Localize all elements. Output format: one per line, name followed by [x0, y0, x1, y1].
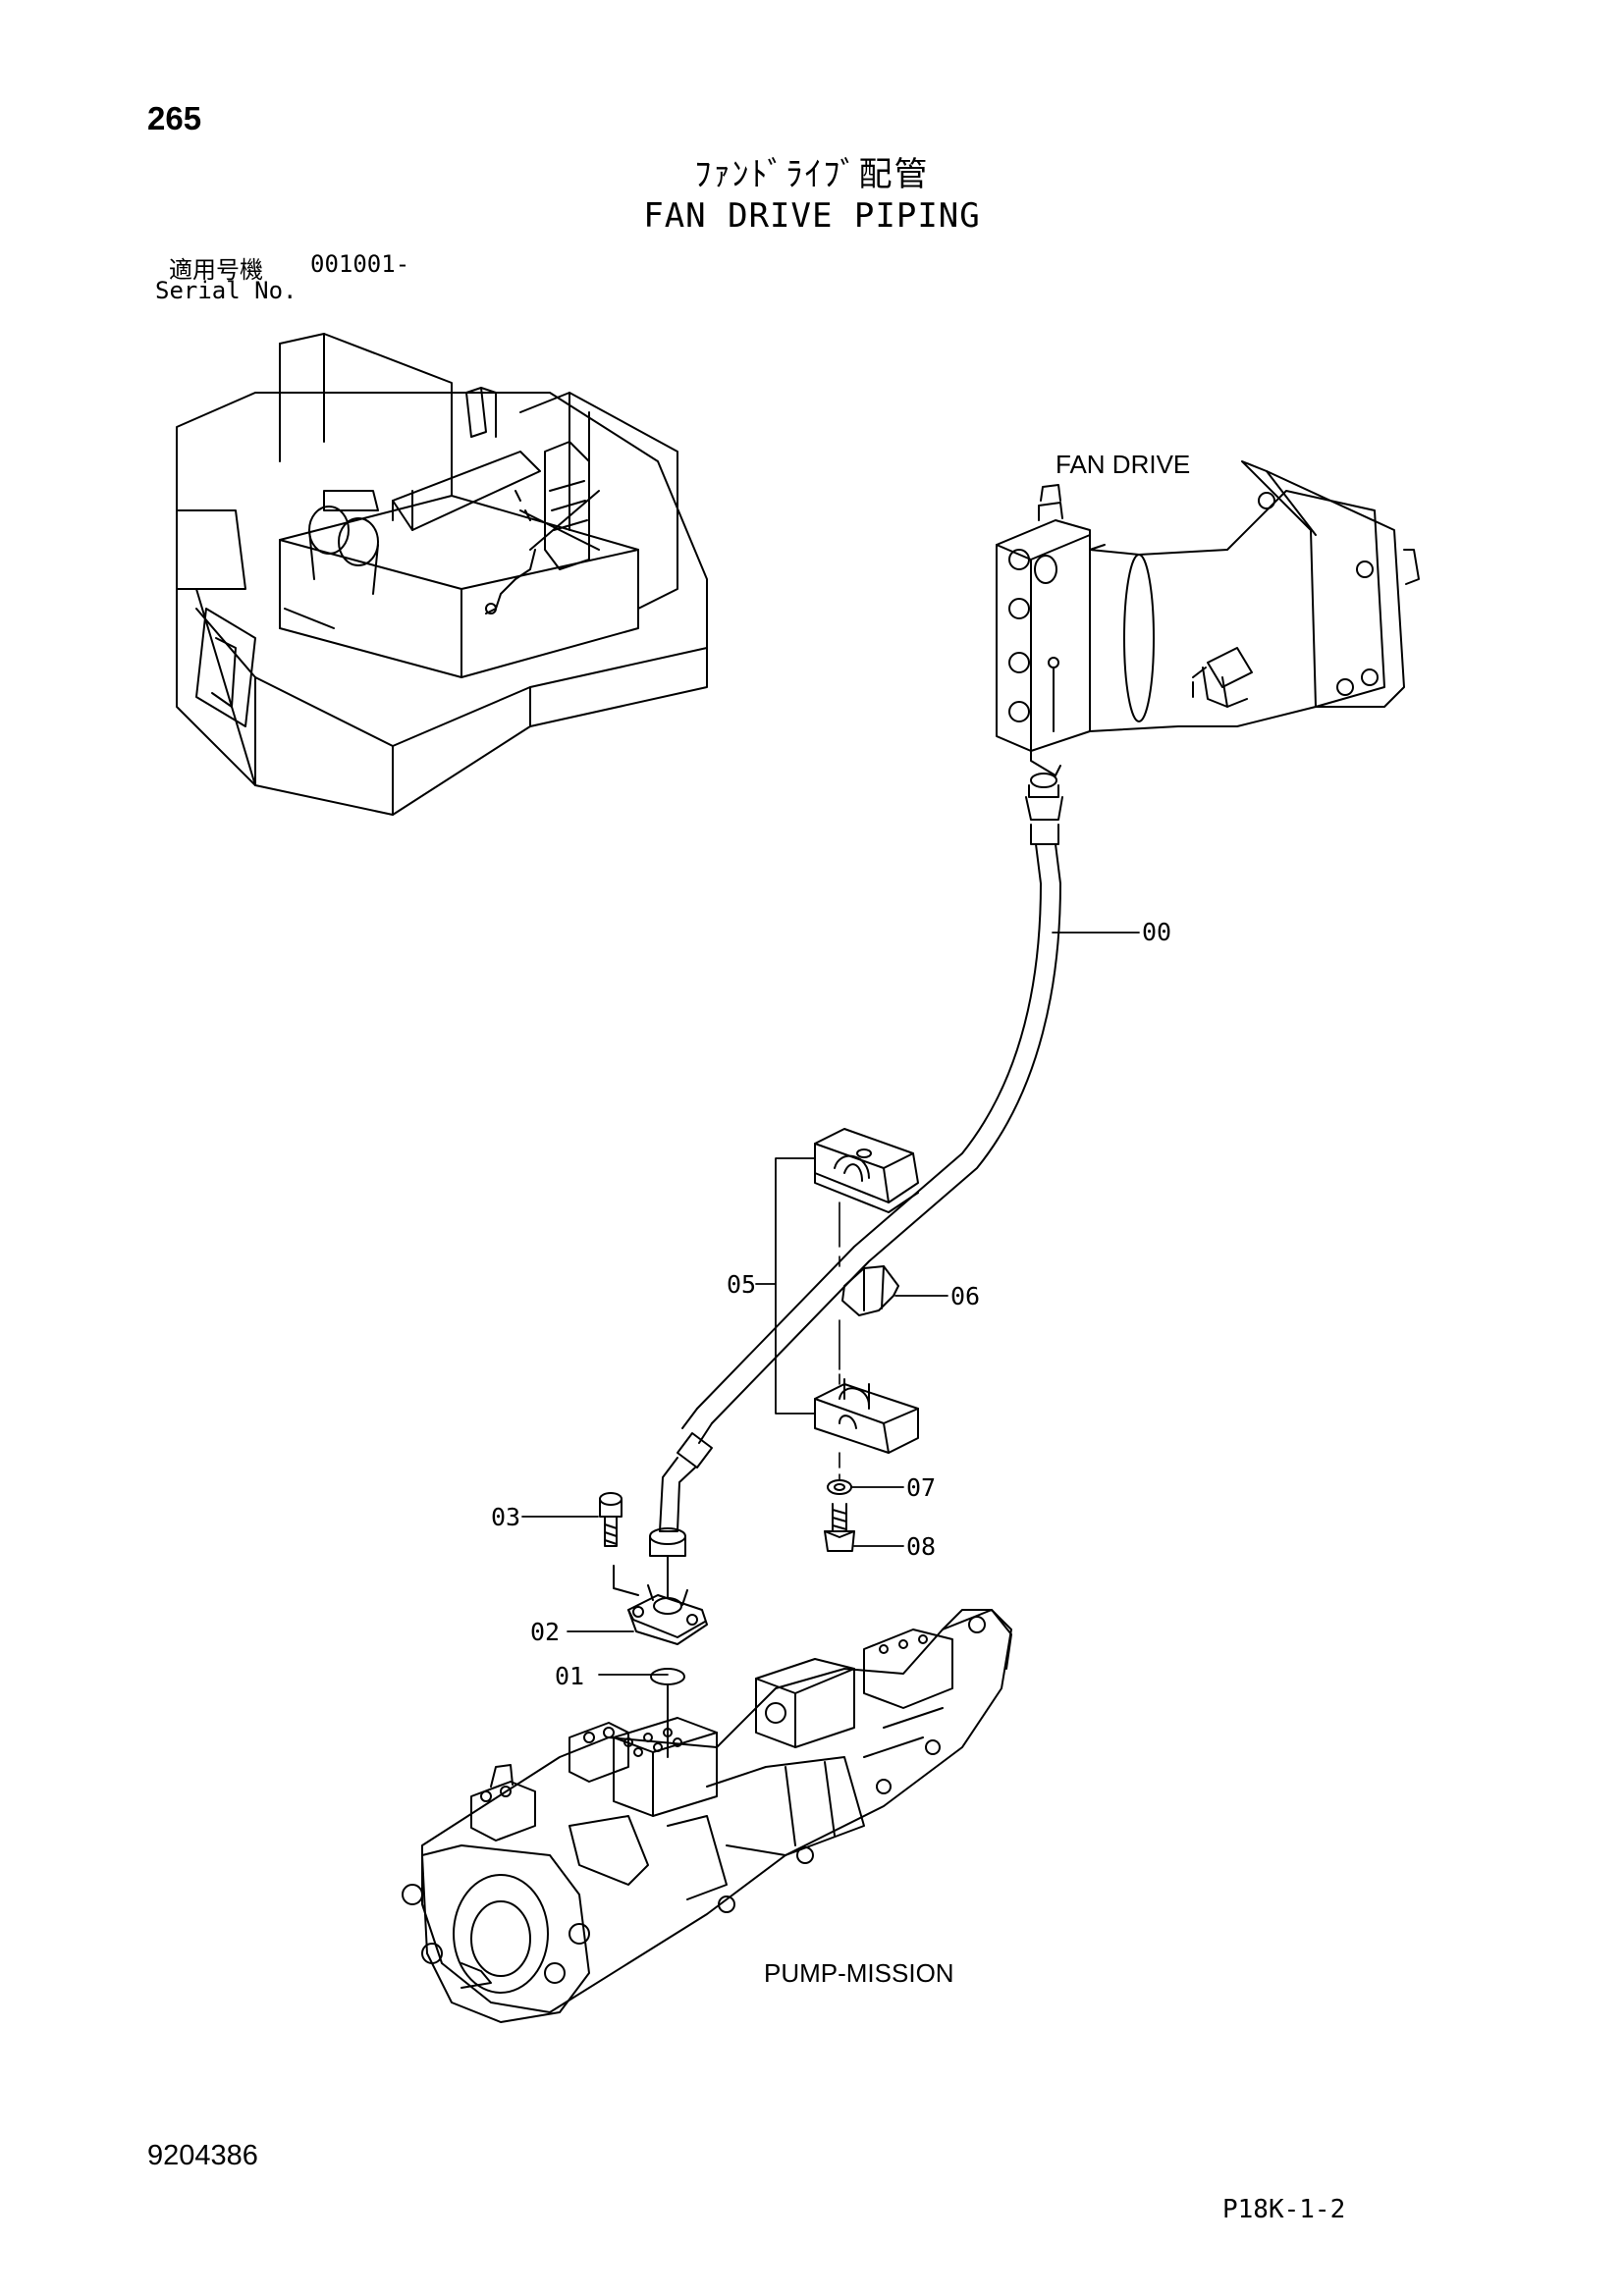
fan-drive-motor — [996, 460, 1420, 845]
pump-mission-label: PUMP-MISSION — [764, 1958, 954, 1988]
callout-02: 02 — [530, 1618, 561, 1646]
document-number: 9204386 — [147, 2140, 258, 2171]
callout-07: 07 — [906, 1473, 937, 1502]
callout-00: 00 — [1142, 918, 1172, 946]
o-ring-01 — [650, 1668, 685, 1685]
callout-06: 06 — [950, 1282, 981, 1310]
title-japanese: ﾌｧﾝﾄﾞﾗｲﾌﾞ配管 — [694, 155, 930, 194]
page-number: 265 — [147, 100, 202, 136]
serial-label-japanese: 適用号機 — [169, 256, 263, 284]
machine-overview-illustration — [176, 333, 708, 816]
serial-number-range: 001001- — [310, 250, 410, 278]
bolt-03 — [599, 1492, 623, 1547]
clamp-05-upper — [814, 1128, 919, 1213]
callout-03: 03 — [491, 1503, 521, 1531]
pump-mission-assembly — [402, 1609, 1012, 2023]
flange-02 — [613, 1565, 708, 1645]
page-title: FAN DRIVE PIPING — [643, 196, 981, 236]
serial-label: Serial No. — [155, 277, 298, 304]
page-code: P18K-1-2 — [1222, 2195, 1346, 2224]
bolt-08 — [824, 1503, 855, 1552]
callout-08: 08 — [906, 1532, 937, 1561]
sleeve-06 — [841, 1265, 899, 1316]
hose-elbow-fitting — [649, 1432, 713, 1557]
fan-drive-label: FAN DRIVE — [1056, 450, 1191, 479]
callout-05: 05 — [727, 1270, 757, 1299]
clamp-05-lower — [814, 1378, 919, 1454]
callout-leaders — [521, 932, 1140, 1676]
callout-01: 01 — [555, 1662, 585, 1690]
hose-00 — [681, 843, 1061, 1444]
washer-07 — [827, 1479, 852, 1495]
